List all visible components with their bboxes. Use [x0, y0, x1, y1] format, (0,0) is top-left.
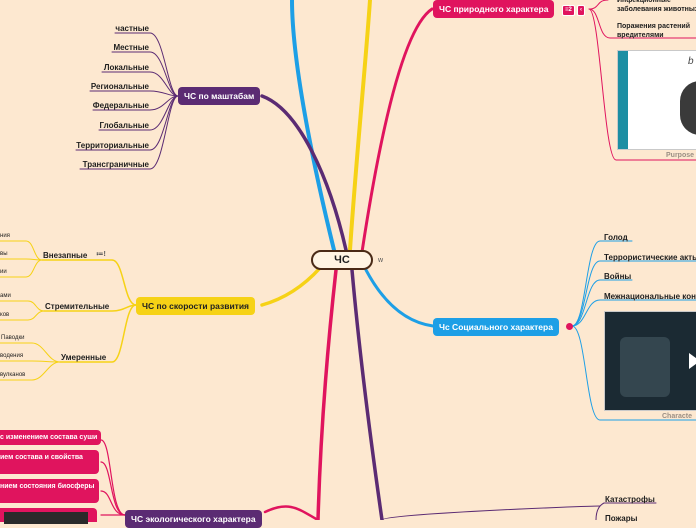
image-strip	[618, 51, 628, 150]
scale-item[interactable]: Территориальные	[76, 141, 149, 150]
list-icon: ≔!	[96, 250, 106, 258]
ecology-item[interactable]: с изменением состава суши	[0, 430, 101, 445]
person-image	[680, 81, 696, 135]
scale-item[interactable]: частные	[115, 24, 149, 33]
image-handwriting: b	[688, 56, 694, 67]
play-icon[interactable]	[687, 352, 696, 370]
social-item[interactable]: Террористические акты	[604, 253, 696, 262]
note-icon[interactable]: w	[378, 257, 383, 264]
scale-item[interactable]: Региональные	[91, 82, 149, 91]
speed-group-rapid[interactable]: Стремительные	[45, 302, 109, 311]
bottom-item[interactable]: Пожары	[605, 514, 637, 523]
video-frame	[620, 337, 670, 397]
ecology-item[interactable]: ием состава и свойства	[0, 450, 99, 474]
marker-icon	[566, 323, 573, 330]
topic-speed[interactable]: ЧС по скорости развития	[136, 297, 255, 315]
list-badge[interactable]: ≡2	[562, 5, 575, 16]
topic-scale[interactable]: ЧС по маштабам	[178, 87, 260, 105]
bottom-item[interactable]: Катастрофы	[605, 495, 655, 504]
speed-item[interactable]: Паводки	[1, 335, 24, 341]
ecology-item[interactable]: нием состояния биосферы	[0, 479, 99, 503]
topic-nature[interactable]: ЧС природного характера	[433, 0, 554, 18]
scale-item[interactable]: Местные	[114, 43, 150, 52]
collapse-icon[interactable]: ‹	[577, 5, 585, 16]
speed-item[interactable]: ков	[0, 312, 9, 318]
topic-ecology[interactable]: ЧС экологического характера	[125, 510, 262, 528]
nature-item[interactable]: Инфекционные заболевания животных	[617, 0, 696, 14]
ecology-image	[4, 512, 88, 524]
speed-item[interactable]: вы	[0, 251, 8, 257]
nature-image-card[interactable]: b	[617, 50, 696, 150]
speed-item[interactable]: вулканов	[0, 372, 25, 378]
speed-group-sudden[interactable]: Внезапные	[43, 251, 87, 260]
social-item[interactable]: Голод	[604, 233, 628, 242]
social-item[interactable]: Межнациональные конфликты	[604, 292, 696, 301]
social-item[interactable]: Войны	[604, 272, 631, 281]
root-node[interactable]: ЧС	[311, 250, 373, 270]
speed-item[interactable]: водения	[0, 353, 23, 359]
speed-item[interactable]: ния	[0, 233, 10, 239]
nature-card-caption: Purpose	[666, 152, 694, 159]
social-card-caption: Characte	[662, 413, 692, 420]
nature-item[interactable]: Поражения растений вредителями	[617, 22, 696, 40]
scale-item[interactable]: Трансграничные	[83, 160, 149, 169]
scale-item[interactable]: Глобальные	[99, 121, 149, 130]
topic-social[interactable]: Чс Социального характера	[433, 318, 559, 336]
speed-item[interactable]: ами	[0, 293, 11, 299]
social-video-card[interactable]	[604, 311, 696, 411]
speed-item[interactable]: ии	[0, 269, 7, 275]
scale-item[interactable]: Локальные	[104, 63, 149, 72]
speed-group-moderate[interactable]: Умеренные	[61, 353, 106, 362]
scale-item[interactable]: Федеральные	[93, 101, 149, 110]
